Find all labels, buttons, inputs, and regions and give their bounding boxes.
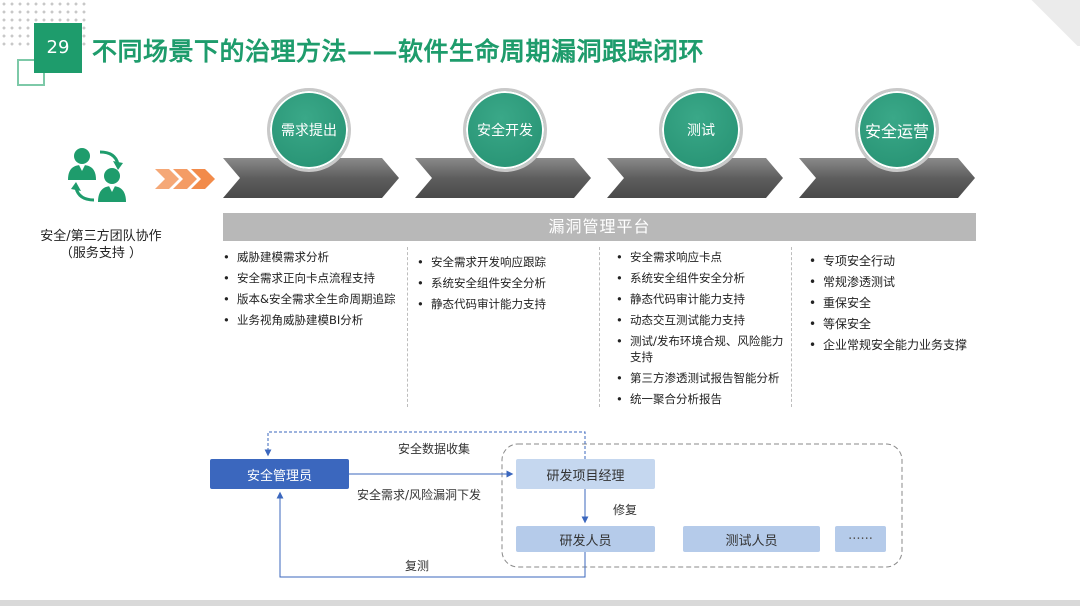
stage-arrow-3 bbox=[607, 158, 783, 198]
list-item: 第三方渗透测试报告智能分析 bbox=[616, 370, 791, 386]
stage-arrow-2 bbox=[415, 158, 591, 198]
dispatch-label: 安全需求/风险漏洞下发 bbox=[357, 488, 482, 502]
retest-label: 复测 bbox=[405, 559, 430, 573]
list-item: 重保安全 bbox=[809, 295, 999, 311]
list-item: 版本&安全需求全生命周期追踪 bbox=[223, 291, 408, 307]
list-item: 安全需求响应卡点 bbox=[616, 249, 791, 265]
list-item: 专项安全行动 bbox=[809, 253, 999, 269]
fix-label: 修复 bbox=[613, 503, 638, 517]
team-label-line2: （服务支持 ） bbox=[59, 246, 143, 261]
list-item: 常规渗透测试 bbox=[809, 274, 999, 290]
column-divider bbox=[599, 247, 600, 407]
list-item: 静态代码审计能力支持 bbox=[417, 296, 597, 312]
list-item: 动态交互测试能力支持 bbox=[616, 312, 791, 328]
stage-label: 需求提出 bbox=[281, 123, 337, 139]
testing-capabilities-list: 安全需求响应卡点 系统安全组件安全分析 静态代码审计能力支持 动态交互测试能力支… bbox=[616, 249, 791, 412]
stage-label: 安全运营 bbox=[864, 122, 929, 141]
vulnerability-platform-bar: 漏洞管理平台 bbox=[223, 213, 976, 241]
team-label: 安全/第三方团队协作 （服务支持 ） bbox=[26, 228, 176, 262]
operations-capabilities-list: 专项安全行动 常规渗透测试 重保安全 等保安全 企业常规安全能力业务支撑 bbox=[809, 253, 999, 358]
list-item: 业务视角威胁建模BI分析 bbox=[223, 312, 408, 328]
team-label-line1: 安全/第三方团队协作 bbox=[40, 229, 162, 244]
list-item: 企业常规安全能力业务支撑 bbox=[809, 337, 999, 353]
list-item: 系统安全组件安全分析 bbox=[417, 275, 597, 291]
list-item: 测试/发布环境合规、风险能力支持 bbox=[616, 333, 791, 365]
list-item: 安全需求正向卡点流程支持 bbox=[223, 270, 408, 286]
stage-label: 测试 bbox=[687, 123, 715, 139]
stage-circle-operations: 安全运营 bbox=[855, 88, 939, 172]
list-item: 威胁建模需求分析 bbox=[223, 249, 408, 265]
security-admin-box: 安全管理员 bbox=[210, 459, 349, 489]
secure-dev-capabilities-list: 安全需求开发响应跟踪 系统安全组件安全分析 静态代码审计能力支持 bbox=[417, 254, 597, 317]
list-item: 统一聚合分析报告 bbox=[616, 391, 791, 407]
stage-arrow-4 bbox=[799, 158, 975, 198]
stage-circle-requirement: 需求提出 bbox=[267, 88, 351, 172]
list-item: 系统安全组件安全分析 bbox=[616, 270, 791, 286]
more-roles-box: ······ bbox=[835, 526, 886, 552]
data-collection-label: 安全数据收集 bbox=[398, 442, 471, 456]
stage-label: 安全开发 bbox=[477, 123, 533, 139]
team-collaboration-icon bbox=[68, 148, 126, 202]
list-item: 静态代码审计能力支持 bbox=[616, 291, 791, 307]
slide-title: 不同场景下的治理方法——软件生命周期漏洞跟踪闭环 bbox=[92, 37, 705, 66]
stage-circle-testing: 测试 bbox=[659, 88, 743, 172]
project-manager-box: 研发项目经理 bbox=[516, 459, 655, 489]
triple-chevron-icon bbox=[155, 169, 215, 189]
corner-fold-decoration bbox=[1030, 0, 1080, 46]
tester-box: 测试人员 bbox=[683, 526, 820, 552]
stage-arrow-1 bbox=[223, 158, 399, 198]
list-item: 安全需求开发响应跟踪 bbox=[417, 254, 597, 270]
column-divider bbox=[791, 247, 792, 407]
stage-arrows bbox=[223, 158, 975, 198]
developer-box: 研发人员 bbox=[516, 526, 655, 552]
page-number: 29 bbox=[34, 23, 82, 73]
list-item: 等保安全 bbox=[809, 316, 999, 332]
stage-circle-secure-dev: 安全开发 bbox=[463, 88, 547, 172]
requirement-capabilities-list: 威胁建模需求分析 安全需求正向卡点流程支持 版本&安全需求全生命周期追踪 业务视… bbox=[223, 249, 408, 333]
